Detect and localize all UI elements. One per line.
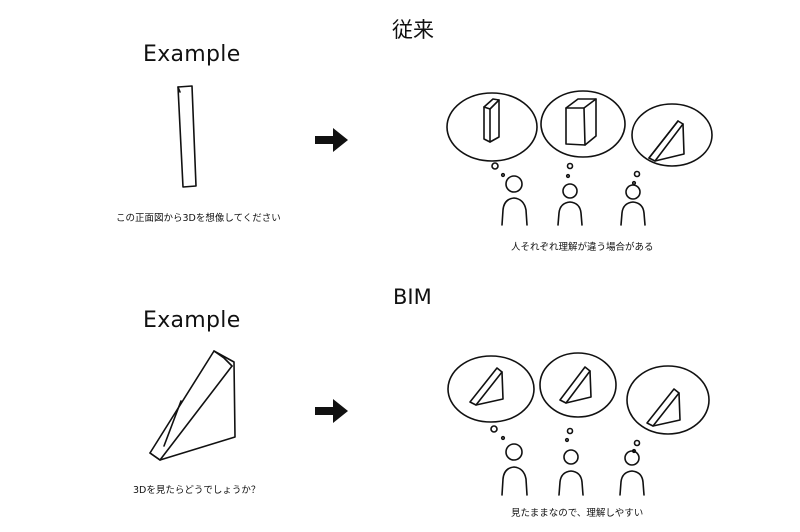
example-label-bim: Example xyxy=(143,308,241,333)
panel-sketch xyxy=(565,98,597,146)
outcome-bim: 見たままなので、理解しやすい xyxy=(511,508,644,519)
wedge-sketch xyxy=(648,120,685,162)
thought-bubble-wedge-3 xyxy=(626,365,710,454)
person-3 xyxy=(620,184,646,226)
question-traditional: この正面図から3Dを想像してください xyxy=(116,213,281,224)
arrow-icon xyxy=(315,399,348,423)
thought-bubble-wedge xyxy=(631,103,713,186)
thought-bubble-wedge-1 xyxy=(447,355,535,441)
question-bim: 3Dを見たらどうでしょうか？ xyxy=(133,485,261,496)
column-sketch xyxy=(483,98,500,143)
front-view-sketch xyxy=(177,85,197,188)
wedge-3d-sketch xyxy=(149,350,236,461)
wedge-sketch-2 xyxy=(559,366,592,404)
example-label-traditional: Example xyxy=(143,42,241,67)
person-4 xyxy=(501,443,528,496)
outcome-traditional: 人それぞれ理解が違う場合がある xyxy=(511,242,654,253)
wedge-sketch-1 xyxy=(469,367,504,406)
person-2 xyxy=(557,183,583,226)
section-title-bim: BIM xyxy=(393,285,432,309)
arrow-icon xyxy=(315,128,348,152)
person-1 xyxy=(501,175,528,226)
thought-bubble-wedge-2 xyxy=(539,352,617,443)
wedge-sketch-3 xyxy=(646,388,681,427)
thought-bubble-column xyxy=(446,92,538,178)
thought-bubble-panel xyxy=(540,90,626,179)
person-6 xyxy=(619,450,645,496)
section-title-traditional: 従来 xyxy=(392,18,434,42)
person-5 xyxy=(558,449,584,496)
